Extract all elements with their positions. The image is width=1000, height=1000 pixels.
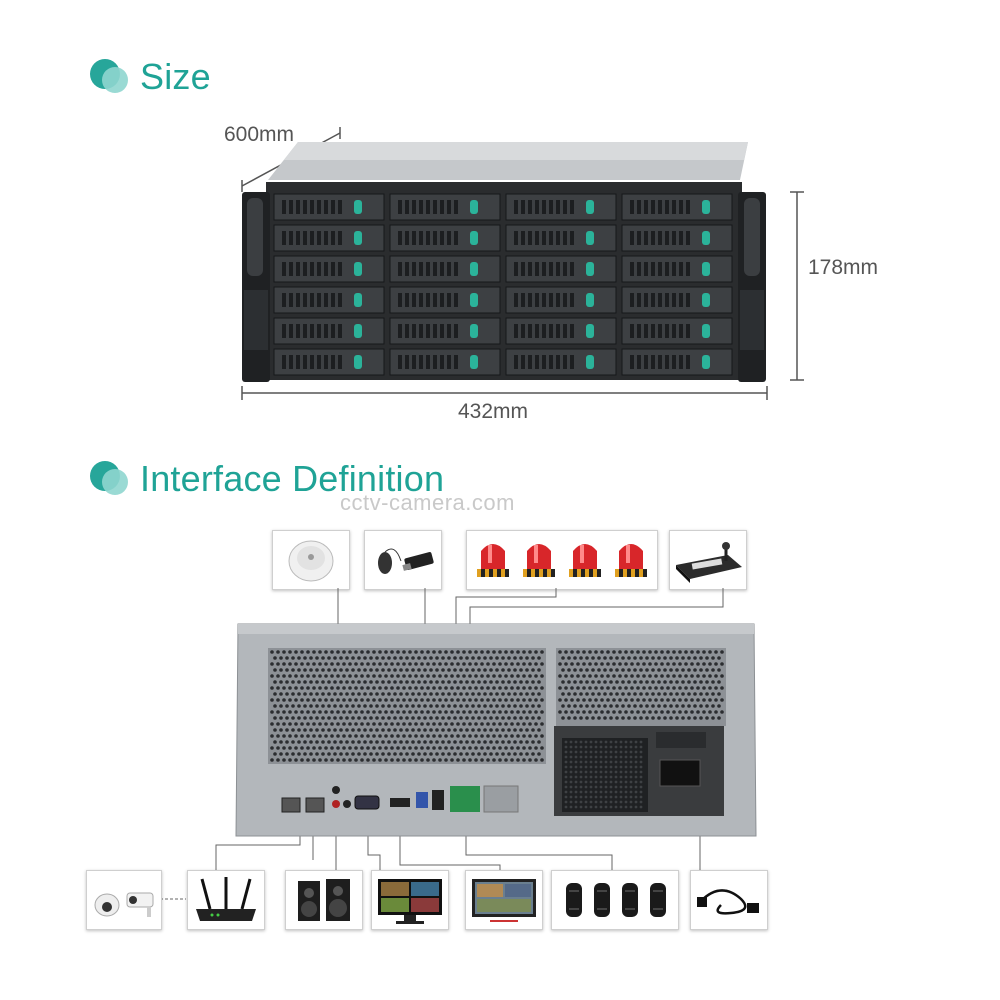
drive-latch-icon — [354, 262, 362, 276]
drive-latch-icon — [586, 262, 594, 276]
mouse-usb-box — [364, 530, 442, 590]
ptz-keyboard-icon — [676, 542, 742, 583]
drive-latch-icon — [354, 200, 362, 214]
section-bullet-icon — [88, 459, 132, 499]
section-bullet-icon — [88, 57, 132, 97]
network-router-icon — [196, 877, 256, 921]
ip-cameras-icon — [94, 892, 154, 917]
drive-latch-icon — [702, 293, 710, 307]
drive-latch-icon — [470, 324, 478, 338]
drive-latch-icon — [702, 262, 710, 276]
drive-latch-icon — [702, 355, 710, 369]
drive-tray — [389, 224, 501, 252]
power-cord-icon — [697, 889, 759, 915]
audio-pickup-icon — [288, 540, 334, 582]
drive-tray — [621, 348, 733, 376]
alarm-lights-icon — [477, 544, 647, 577]
mouse-and-usb-icon — [378, 548, 434, 574]
vga-monitor-icon — [378, 879, 442, 924]
audio-pickup-box — [272, 530, 350, 590]
hdmi-monitor-icon — [472, 879, 536, 922]
alarm-lights-box — [466, 530, 658, 590]
drive-latch-icon — [586, 355, 594, 369]
vga-monitor-box — [371, 870, 449, 930]
drive-latch-icon — [586, 200, 594, 214]
drive-latch-icon — [470, 293, 478, 307]
drive-latch-icon — [470, 262, 478, 276]
drive-latch-icon — [702, 200, 710, 214]
alarm-light-icon — [523, 544, 555, 577]
speakers-box — [285, 870, 363, 930]
drive-tray — [273, 193, 385, 221]
power-cord-box — [690, 870, 768, 930]
nvr-rear-chassis — [235, 623, 757, 837]
drive-latch-icon — [470, 355, 478, 369]
rs485-connector-icon — [566, 883, 582, 917]
drive-latch-icon — [586, 324, 594, 338]
drive-latch-icon — [702, 324, 710, 338]
rs485-connector-icon — [650, 883, 666, 917]
drive-latch-icon — [354, 355, 362, 369]
drive-latch-icon — [354, 231, 362, 245]
drive-latch-icon — [586, 293, 594, 307]
watermark: cctv-camera.com — [340, 490, 515, 515]
alarm-light-icon — [477, 544, 509, 577]
rs485-connector-icon — [594, 883, 610, 917]
rs485-connectors-icon — [566, 883, 666, 917]
router-box — [187, 870, 265, 930]
height-label: 178mm — [808, 256, 879, 279]
ip-cameras-box — [86, 870, 162, 930]
depth-label: 600mm — [224, 123, 295, 146]
alarm-light-icon — [615, 544, 647, 577]
drive-latch-icon — [586, 231, 594, 245]
ptz-keyboard-box — [669, 530, 747, 590]
width-label: 432mm — [458, 400, 529, 423]
nvr-front-chassis — [242, 142, 766, 382]
interface-heading: Interface Definition — [88, 458, 444, 500]
drive-latch-icon — [702, 231, 710, 245]
rs485-connector-icon — [622, 883, 638, 917]
size-heading: Size — [88, 56, 211, 98]
drive-latch-icon — [354, 293, 362, 307]
size-title: Size — [140, 56, 211, 97]
drive-latch-icon — [470, 231, 478, 245]
interface-title: Interface Definition — [140, 458, 445, 499]
speakers-icon — [298, 879, 350, 921]
alarm-light-icon — [569, 544, 601, 577]
rs485-box — [551, 870, 679, 930]
drive-latch-icon — [470, 200, 478, 214]
drive-latch-icon — [354, 324, 362, 338]
hdmi-monitor-box — [465, 870, 543, 930]
